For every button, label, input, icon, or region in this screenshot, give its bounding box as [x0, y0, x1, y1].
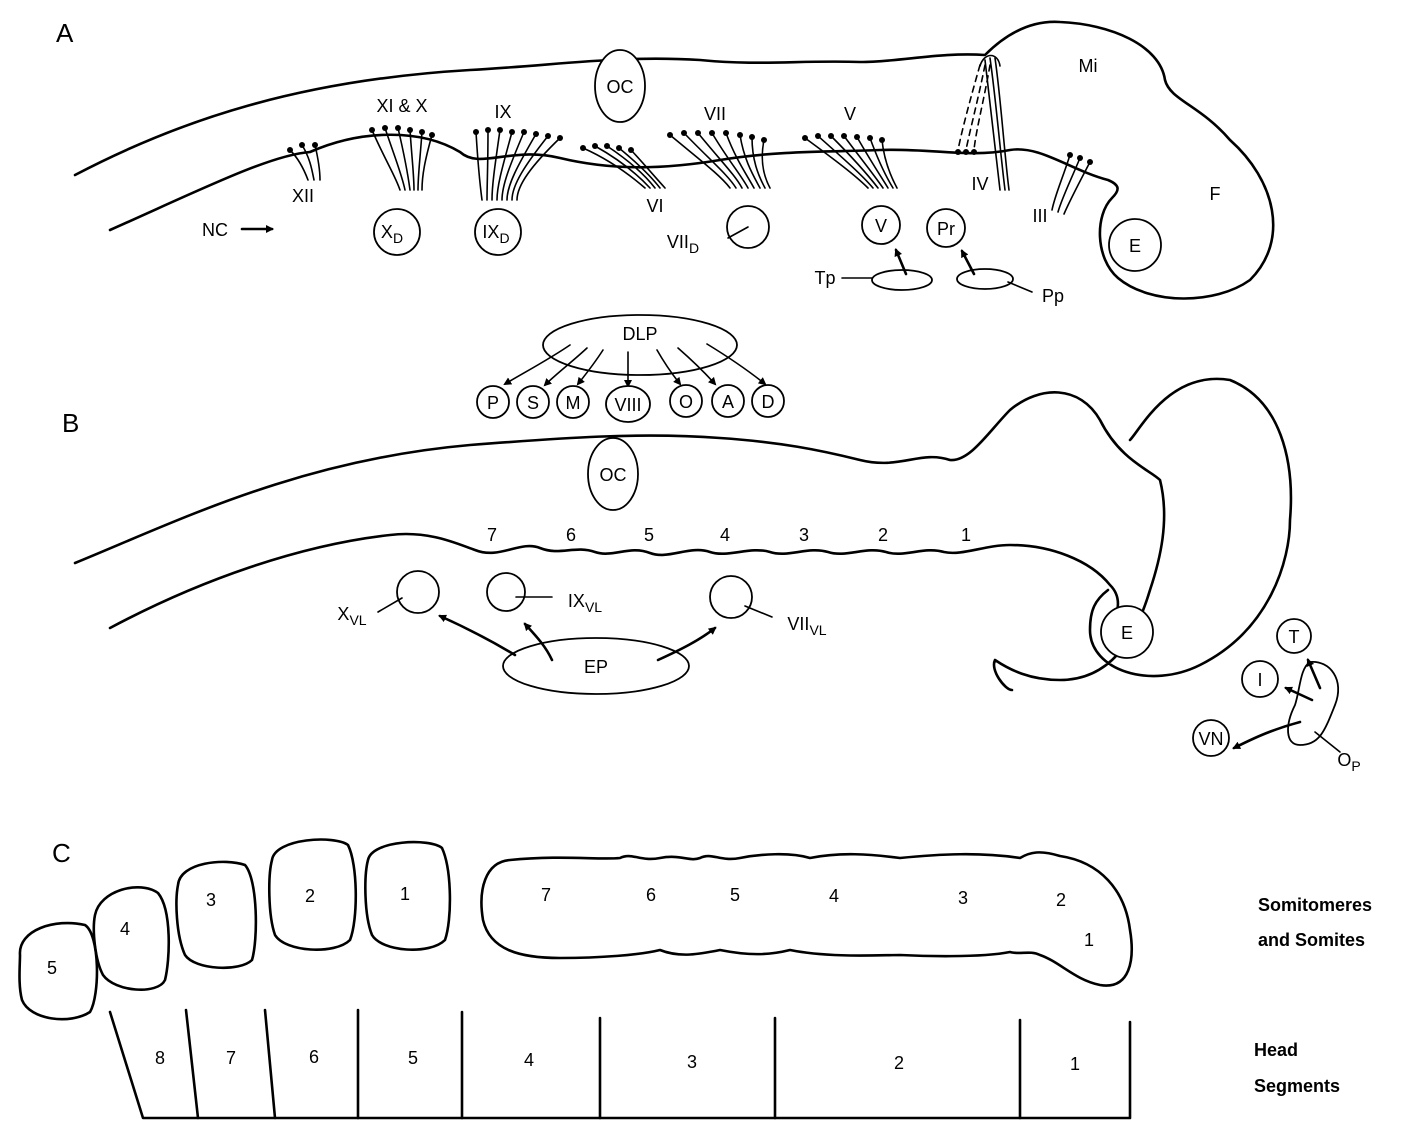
- oc-label-a: OC: [607, 77, 634, 97]
- vi-label: VI: [646, 196, 663, 216]
- panel-a: A OC Mi F E: [56, 18, 1273, 306]
- e-label-b: E: [1121, 623, 1133, 643]
- pr-label: Pr: [937, 219, 955, 239]
- xvl-label: XVL: [337, 604, 366, 628]
- head-segment-4: 4: [524, 1050, 534, 1070]
- head-segment-5: 5: [408, 1048, 418, 1068]
- somite-5: [20, 923, 97, 1019]
- mi-label: Mi: [1079, 56, 1098, 76]
- rhombomere-numbers: 7 6 5 4 3 2 1: [487, 525, 971, 545]
- panel-c-label: C: [52, 838, 71, 868]
- head-segment-8: 8: [155, 1048, 165, 1068]
- v-circle-label: V: [875, 216, 887, 236]
- i-label: I: [1257, 670, 1262, 690]
- ix-label: IX: [494, 102, 511, 122]
- rhombomere-4: 4: [720, 525, 730, 545]
- placode-p-label: P: [487, 393, 499, 413]
- t-label: T: [1289, 627, 1300, 647]
- rhombomere-1: 1: [961, 525, 971, 545]
- head-segments: 8 7 6 5 4 3 2 1: [110, 1010, 1130, 1118]
- somitomere-band: [481, 852, 1131, 985]
- somitomere-6: 6: [646, 885, 656, 905]
- viid-label: VIID: [667, 232, 699, 256]
- placode-o-label: O: [679, 392, 693, 412]
- somitomere-2: 2: [1056, 890, 1066, 910]
- op-label: OP: [1337, 750, 1360, 774]
- nerve-root-xii: [287, 142, 320, 180]
- ganglion-ixvl: [487, 573, 525, 611]
- tp-label: Tp: [814, 268, 835, 288]
- nc-label: NC: [202, 220, 228, 240]
- ep-label: EP: [584, 657, 608, 677]
- head-segment-2: 2: [894, 1053, 904, 1073]
- pp-label: Pp: [1042, 286, 1064, 306]
- placode-d-label: D: [762, 392, 775, 412]
- rhombomere-6: 6: [566, 525, 576, 545]
- placode-a-label: A: [722, 392, 734, 412]
- panel-c: C 5 4 3 2 1 7 6 5 4 3 2 1: [20, 838, 1373, 1118]
- segments-label: Segments: [1254, 1076, 1340, 1096]
- placode-m-label: M: [566, 393, 581, 413]
- rhombomere-5: 5: [644, 525, 654, 545]
- nerve-root-v: [802, 133, 897, 188]
- somitomere-7: 7: [541, 885, 551, 905]
- vii-label: VII: [704, 104, 726, 124]
- somitomeres-label: Somitomeres: [1258, 895, 1372, 915]
- xii-label: XII: [292, 186, 314, 206]
- panel-b: B DLP P S M VIII O A D: [62, 315, 1361, 774]
- somitomere-4: 4: [829, 886, 839, 906]
- nerve-root-iv: [955, 56, 1009, 191]
- oc-label-b: OC: [600, 465, 627, 485]
- placode-circles: P S M VIII O A D: [477, 385, 784, 422]
- and-somites-label: and Somites: [1258, 930, 1365, 950]
- somite-4-label: 4: [120, 919, 130, 939]
- ganglion-viivl: [710, 576, 752, 618]
- head-segment-7: 7: [226, 1048, 236, 1068]
- pp-placode: [957, 269, 1013, 289]
- neural-tube-floor-b: [110, 534, 1118, 628]
- head-segment-6: 6: [309, 1047, 319, 1067]
- somite-3: [176, 862, 255, 968]
- head-label: Head: [1254, 1040, 1298, 1060]
- iii-label: III: [1032, 206, 1047, 226]
- head-segment-1: 1: [1070, 1054, 1080, 1074]
- v-label: V: [844, 104, 856, 124]
- panel-b-label: B: [62, 408, 79, 438]
- ganglion-xvl: [397, 571, 439, 613]
- iv-label: IV: [971, 174, 988, 194]
- rhombomere-3: 3: [799, 525, 809, 545]
- panel-a-label: A: [56, 18, 74, 48]
- nerve-root-vi: [580, 143, 665, 188]
- somite-5-label: 5: [47, 958, 57, 978]
- ixvl-label: IXVL: [568, 591, 602, 615]
- rhombomere-7: 7: [487, 525, 497, 545]
- nerve-root-ix: [473, 127, 563, 200]
- head-segment-3: 3: [687, 1052, 697, 1072]
- somitomere-numbers: 7 6 5 4 3 2 1: [541, 885, 1094, 950]
- tp-placode: [872, 270, 932, 290]
- e-label-a: E: [1129, 236, 1141, 256]
- dlp-label: DLP: [622, 324, 657, 344]
- somites: 5 4 3 2 1: [20, 840, 450, 1020]
- xi-x-label: XI & X: [376, 96, 427, 116]
- rhombomere-2: 2: [878, 525, 888, 545]
- somite-3-label: 3: [206, 890, 216, 910]
- somitomere-3: 3: [958, 888, 968, 908]
- somite-2-label: 2: [305, 886, 315, 906]
- somitomere-5: 5: [730, 885, 740, 905]
- somitomere-1: 1: [1084, 930, 1094, 950]
- somite-4: [94, 887, 169, 989]
- placode-s-label: S: [527, 393, 539, 413]
- somite-1-label: 1: [400, 884, 410, 904]
- vn-label: VN: [1198, 729, 1223, 749]
- viivl-label: VIIVL: [787, 614, 826, 638]
- placode-viii-label: VIII: [614, 395, 641, 415]
- f-label: F: [1210, 184, 1221, 204]
